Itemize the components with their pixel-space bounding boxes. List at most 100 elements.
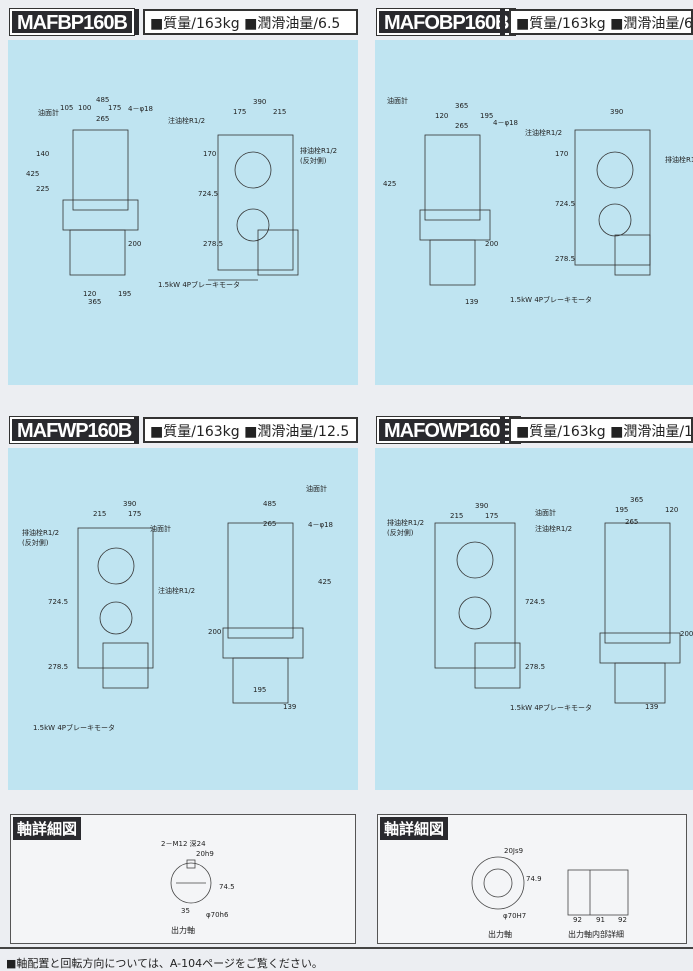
dimension: 170 (555, 150, 569, 158)
dimension: 278.5 (555, 255, 576, 263)
model-title: MAFWP160B (8, 416, 140, 444)
motor-label: 1.5kW 4Pブレーキモータ (33, 724, 116, 732)
dimension: 365 (455, 102, 469, 110)
dimension: 120 (83, 290, 97, 298)
drain-label: 排油栓R1/2 (387, 519, 425, 527)
dimension: 390 (253, 98, 267, 106)
fill-label: 注油栓R1/2 (535, 525, 573, 533)
dimension: 278.5 (48, 663, 69, 671)
divider (500, 417, 505, 443)
drain-note: (反対側) (387, 529, 414, 537)
bolt-label: 2－M12 深24 (161, 840, 206, 848)
dimension: 74.9 (526, 875, 542, 883)
oil-gauge-label: 油面計 (306, 485, 327, 493)
footer-note: ■軸配置と回転方向については、A-104ページをご覧ください。 (6, 957, 323, 970)
dimension: 724.5 (525, 598, 546, 606)
dimension: 390 (123, 500, 137, 508)
dimension: 225 (36, 185, 50, 193)
drain-note: (反対側) (22, 539, 49, 547)
model-title: MAFOWP160B (376, 416, 521, 444)
oil-gauge-label: 油面計 (150, 525, 171, 533)
dimension: 195 (253, 686, 267, 694)
dimension: φ70H7 (503, 912, 527, 920)
dimension: 278.5 (525, 663, 546, 671)
dimension: 120 (435, 112, 449, 120)
dimension: 139 (465, 298, 479, 306)
dimension: 265 (625, 518, 639, 526)
shaft-drawing (170, 859, 212, 904)
detail-caption: 出力軸内部詳細 (568, 930, 624, 939)
dimension: 195 (615, 506, 629, 514)
dimension: 91 (596, 916, 605, 924)
dimension: 170 (203, 150, 217, 158)
dimension: 200 (485, 240, 499, 248)
dimension: 485 (263, 500, 277, 508)
drain-label: 排油栓R1/2 (665, 156, 693, 164)
oil-gauge-label: 油面計 (535, 509, 556, 517)
shaft-drawing (471, 856, 629, 916)
dimension: 200 (208, 628, 222, 636)
drain-label: 排油栓R1/2 (22, 529, 60, 537)
drawing (419, 129, 651, 286)
dimension: 215 (273, 108, 287, 116)
shaft-detail-box: 軸詳細図 20Js9 74.9 φ70H7 出力軸 92 91 92 出力軸内部… (377, 814, 687, 944)
motor-label: 1.5kW 4Pブレーキモータ (510, 296, 593, 304)
shaft-caption: 出力軸 (488, 930, 512, 939)
dimension: 724.5 (48, 598, 69, 606)
dimension: 365 (630, 496, 644, 504)
dimension: 200 (128, 240, 142, 248)
dimension: 120 (665, 506, 679, 514)
dimension: 278.5 (203, 240, 224, 248)
dimension: 485 (96, 96, 110, 104)
dimension: 195 (480, 112, 494, 120)
holes-label: 4－φ18 (308, 521, 333, 529)
dimension: 265 (455, 122, 469, 130)
holes-label: 4－φ18 (493, 119, 518, 127)
model-title: MAFBP160B (9, 8, 135, 36)
dimension: φ70h6 (206, 911, 229, 919)
dimension: 175 (485, 512, 499, 520)
motor-label: 1.5kW 4Pブレーキモータ (158, 281, 241, 289)
spec-box: ■質量/163kg ■潤滑油量/12.5 (143, 417, 358, 443)
dimension: 724.5 (198, 190, 219, 198)
dimension: 74.5 (219, 883, 235, 891)
holes-label: 4－φ18 (128, 105, 153, 113)
dimension: 425 (26, 170, 40, 178)
dimension: 390 (610, 108, 624, 116)
dimension: 105 (60, 104, 74, 112)
dimension: 200 (680, 630, 693, 638)
drawing-panel: 油面計 4－φ18 注油栓R1/2 排油栓R1/2 1.5kW 4Pブレーキモー… (375, 40, 693, 385)
divider (500, 9, 505, 35)
dimension: 139 (283, 703, 297, 711)
dimension: 390 (475, 502, 489, 510)
shaft-caption: 出力軸 (171, 926, 195, 935)
fill-label: 注油栓R1/2 (168, 117, 206, 125)
shaft-detail-title: 軸詳細図 (13, 817, 82, 840)
drawing (62, 129, 299, 281)
drawing (434, 522, 681, 704)
spec-box: ■質量/163kg ■潤滑油量/6.5 (509, 9, 693, 35)
fill-label: 注油栓R1/2 (158, 587, 196, 595)
model-title: MAFOBP160B (375, 8, 517, 36)
shaft-detail-box: 軸詳細図 2－M12 深24 20h9 74.5 35 φ70h6 出力軸 (10, 814, 356, 944)
spec-box: ■質量/163kg ■潤滑油量/6.5 (143, 9, 358, 35)
dimension: 215 (93, 510, 107, 518)
oil-gauge-label: 油面計 (38, 109, 59, 117)
dimension: 425 (318, 578, 332, 586)
spec-box: ■質量/163kg ■潤滑油量/12.5 (509, 417, 693, 443)
dimension: 100 (78, 104, 92, 112)
dimension: 265 (263, 520, 277, 528)
dimension: 140 (36, 150, 50, 158)
dimension: 425 (383, 180, 397, 188)
divider (134, 417, 139, 443)
key-label: 20h9 (196, 850, 214, 858)
dimension: 175 (108, 104, 122, 112)
dimension: 92 (618, 916, 627, 924)
divider (0, 947, 693, 949)
motor-label: 1.5kW 4Pブレーキモータ (510, 704, 593, 712)
dimension: 175 (233, 108, 247, 116)
drawing (77, 522, 304, 704)
drawing-panel: 油面計 4－φ18 注油栓R1/2 排油栓R1/2 (反対側) 1.5kW 4P… (8, 40, 358, 385)
dimension: 215 (450, 512, 464, 520)
drawing-panel: 390 215 175 排油栓R1/2 (反対側) 油面計 注油栓R1/2 36… (375, 448, 693, 790)
